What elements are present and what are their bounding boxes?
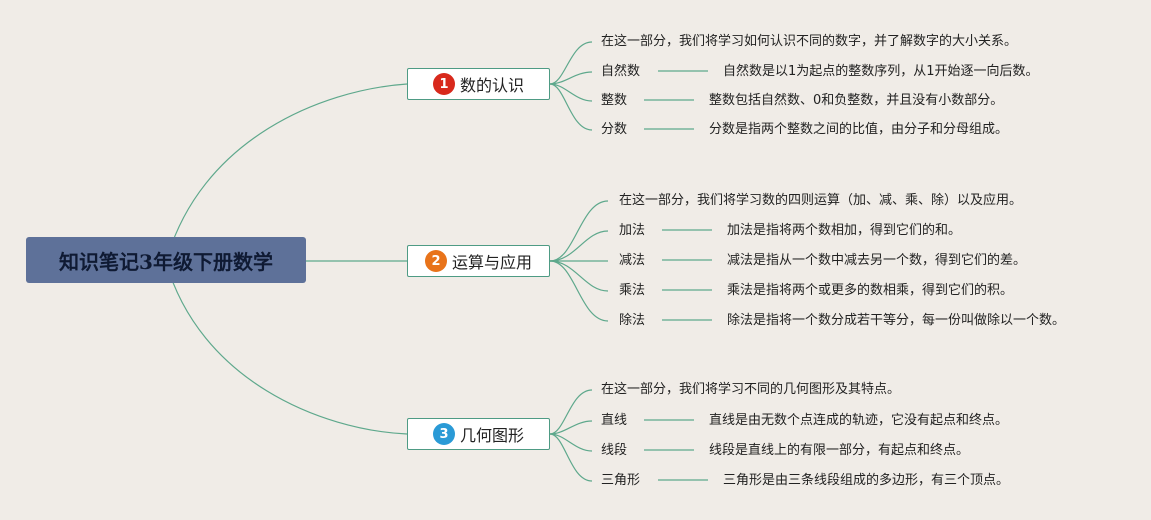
link-t1-item-3 [549,83,593,131]
root-node[interactable]: 知识笔记3年级下册数学 [26,237,306,283]
topic-2-term-1: 加法 [619,223,646,238]
topic-3-term-1: 直线 [601,413,628,428]
topic-1-node[interactable]: 1 数的认识 [407,68,550,100]
link-t2-item-3 [549,260,609,292]
link-t1-item-1 [549,71,593,85]
link-t3-intro [549,389,593,435]
topic-3-desc-2: 线段是直线上的有限一部分，有起点和终点。 [709,443,970,458]
topic-2-term-4: 除法 [619,313,646,328]
topic-2-desc-1: 加法是指将两个数相加，得到它们的和。 [727,223,962,238]
topic-2-intro: 在这一部分，我们将学习数的四则运算（加、减、乘、除）以及应用。 [619,193,1023,208]
badge-3: 3 [432,423,455,445]
link-t2-item-1 [549,230,609,262]
link-t2-intro [549,200,609,262]
topic-2-desc-4: 除法是指将一个数分成若干等分，每一份叫做除以一个数。 [727,313,1066,328]
topic-2-term-3: 乘法 [619,283,646,298]
topic-2-term-2: 减法 [619,253,646,268]
topic-2-title: 运算与应用 [451,253,532,272]
link-t3-item-3 [549,433,593,482]
topic-1-term-1: 自然数 [601,64,641,79]
topic-2-node[interactable]: 2 运算与应用 [407,245,550,277]
topic-1-intro: 在这一部分，我们将学习如何认识不同的数字，并了解数字的大小关系。 [601,34,1018,49]
topic-3-term-2: 线段 [601,443,628,458]
topic-2-desc-3: 乘法是指将两个或更多的数相乘，得到它们的积。 [727,283,1014,298]
link-t1-intro [549,41,593,85]
topic-3-title: 几何图形 [459,426,524,445]
topic-1-desc-1: 自然数是以1为起点的整数序列，从1开始逐一向后数。 [723,64,1039,79]
topic-1-desc-3: 分数是指两个整数之间的比值，由分子和分母组成。 [709,122,1009,137]
topic-3-desc-3: 三角形是由三条线段组成的多边形，有三个顶点。 [723,473,1010,488]
root-title: 知识笔记3年级下册数学 [59,249,273,274]
link-root-topic-3 [165,261,408,435]
topic-1-term-3: 分数 [601,122,628,137]
topic-3-desc-1: 直线是由无数个点连成的轨迹，它没有起点和终点。 [709,413,1009,428]
topic-3-term-3: 三角形 [601,473,641,488]
link-root-topic-1 [165,83,408,263]
topic-1-desc-2: 整数包括自然数、0和负整数，并且没有小数部分。 [709,93,1004,108]
link-t3-item-1 [549,420,593,435]
link-t2-item-4 [549,260,609,322]
topic-3-node[interactable]: 3 几何图形 [407,418,550,450]
badge-2: 2 [424,250,447,272]
topic-3-intro: 在这一部分，我们将学习不同的几何图形及其特点。 [601,382,901,397]
topic-1-term-2: 整数 [601,93,628,108]
topic-1-title: 数的认识 [459,76,524,95]
topic-2-desc-2: 减法是指从一个数中减去另一个数，得到它们的差。 [727,253,1027,268]
badge-1: 1 [432,73,455,95]
